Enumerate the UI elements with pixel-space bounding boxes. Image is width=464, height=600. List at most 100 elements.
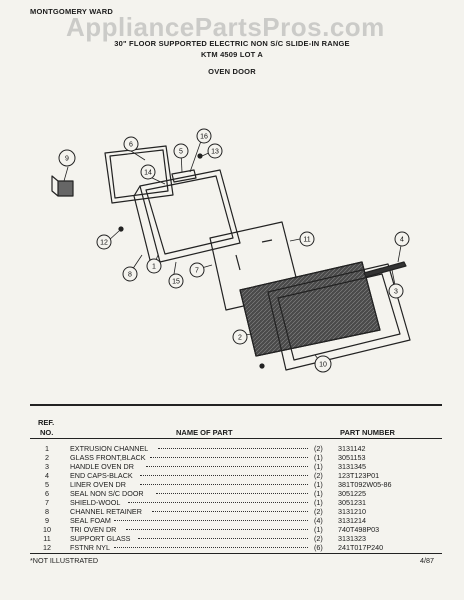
screw-bottom — [259, 363, 265, 369]
ref-no: 11 — [43, 534, 51, 543]
glass-part — [239, 261, 381, 357]
footnote: *NOT ILLUSTRATED — [30, 556, 99, 565]
table-row: 10 TRI OVEN DR (1) 740T498P03 — [0, 525, 464, 534]
brand-name: MONTGOMERY WARD — [30, 7, 113, 16]
table-bottom-rule — [30, 553, 442, 554]
table-top-rule — [30, 404, 442, 406]
table-row: 11 SUPPORT GLASS (2) 3131323 — [0, 534, 464, 543]
quantity: (1) — [314, 525, 323, 534]
callout-circle-15 — [168, 273, 184, 289]
quantity: (2) — [314, 507, 323, 516]
part-number: 3131214 — [338, 516, 366, 525]
screw-13 — [197, 153, 203, 159]
quantity: (2) — [314, 444, 323, 453]
part-name: SEAL NON S/C DOOR — [70, 489, 144, 498]
callout-circle-14 — [140, 164, 156, 180]
part-number: 3051231 — [338, 498, 366, 507]
callout-14: 14 — [144, 170, 152, 177]
part-name: END CAPS-BLACK — [70, 471, 133, 480]
callout-7: 7 — [195, 268, 199, 275]
ref-no: 1 — [45, 444, 49, 453]
ref-no: 3 — [45, 462, 49, 471]
callout-4: 4 — [400, 237, 404, 244]
callout-2: 2 — [238, 335, 242, 342]
leader-dots — [138, 538, 308, 539]
quantity: (6) — [314, 543, 323, 552]
ref-no: 8 — [45, 507, 49, 516]
part-name: SEAL FOAM — [70, 516, 111, 525]
table-row: 6 SEAL NON S/C DOOR (1) 3051225 — [0, 489, 464, 498]
leader-dots — [114, 520, 308, 521]
table-row: 1 EXTRUSION CHANNEL (2) 3131142 — [0, 444, 464, 453]
table-row: 7 SHIELD-WOOL (1) 3051231 — [0, 498, 464, 507]
ref-no: 9 — [45, 516, 49, 525]
oven-door-exploded-diagram: 1 2 3 4 5 6 7 8 9 10 11 12 13 14 15 16 — [51, 128, 411, 373]
table-header-rule — [30, 438, 442, 439]
table-row: 3 HANDLE OVEN DR (1) 3131345 — [0, 462, 464, 471]
part-number: 3131142 — [338, 444, 366, 453]
quantity: (2) — [314, 534, 323, 543]
part-number: 3051153 — [338, 453, 366, 462]
part-name: EXTRUSION CHANNEL — [70, 444, 149, 453]
front-frame-part — [267, 263, 411, 371]
handle-part — [363, 261, 407, 278]
callout-circle-9 — [58, 149, 76, 167]
part-number: 241T017P240 — [338, 543, 384, 552]
part-name: SHIELD-WOOL — [70, 498, 121, 507]
quantity: (1) — [314, 453, 323, 462]
part-name: LINER OVEN DR — [70, 480, 126, 489]
revision-date: 4/87 — [420, 556, 434, 565]
part-name: FSTNR NYL — [70, 543, 110, 552]
quantity: (1) — [314, 489, 323, 498]
leader-dots — [150, 457, 308, 458]
name-header: NAME OF PART — [176, 428, 233, 437]
callout-circle-13 — [207, 143, 223, 159]
callout-circle-6 — [123, 136, 139, 152]
leader-dots — [152, 511, 308, 512]
callout-circle-7 — [189, 262, 205, 278]
callout-circle-10 — [314, 355, 332, 373]
ref-no: 6 — [45, 489, 49, 498]
part-number: 3131323 — [338, 534, 366, 543]
callout-15: 15 — [172, 279, 180, 286]
document-title: 30" FLOOR SUPPORTED ELECTRIC NON S/C SLI… — [114, 39, 350, 48]
callout-circle-1 — [146, 258, 162, 274]
part-number: 3131210 — [338, 507, 366, 516]
leader-dots — [158, 448, 308, 449]
table-row: 2 GLASS FRONT,BLACK (1) 3051153 — [0, 453, 464, 462]
callout-11: 11 — [303, 237, 310, 244]
table-row: 4 END CAPS-BLACK (2) 123T123P01 — [0, 471, 464, 480]
callout-circle-16 — [196, 128, 212, 144]
ref-no: 2 — [45, 453, 49, 462]
leader-dots — [114, 547, 308, 548]
part-number: 740T498P03 — [338, 525, 380, 534]
quantity: (1) — [314, 498, 323, 507]
table-row: 9 SEAL FOAM (4) 3131214 — [0, 516, 464, 525]
part-number: 3051225 — [338, 489, 366, 498]
part-number-header: PART NUMBER — [340, 428, 395, 437]
foam-pad-part — [51, 175, 74, 197]
no-header: NO. — [40, 428, 54, 437]
quantity: (4) — [314, 516, 323, 525]
ref-header: REF. — [38, 418, 55, 427]
part-number: 3131345 — [338, 462, 366, 471]
part-number: 381T092W05-86 — [338, 480, 392, 489]
leader-dots — [146, 466, 308, 467]
ref-no: 4 — [45, 471, 49, 480]
callout-circle-8 — [122, 266, 138, 282]
callout-10: 10 — [319, 362, 327, 369]
callout-13: 13 — [211, 149, 219, 156]
screw-12 — [118, 226, 124, 232]
callout-12: 12 — [100, 240, 108, 247]
table-row: 5 LINER OVEN DR (1) 381T092W05-86 — [0, 480, 464, 489]
part-name: HANDLE OVEN DR — [70, 462, 134, 471]
liner-part — [133, 169, 241, 269]
leader-dots — [140, 484, 308, 485]
leader-dots — [156, 493, 308, 494]
section-title: OVEN DOOR — [208, 67, 256, 76]
callout-3: 3 — [394, 289, 398, 296]
callout-8: 8 — [128, 272, 132, 279]
callout-circle-5 — [173, 143, 189, 159]
seal-frame-part — [104, 145, 174, 204]
callout-5: 5 — [179, 149, 183, 156]
